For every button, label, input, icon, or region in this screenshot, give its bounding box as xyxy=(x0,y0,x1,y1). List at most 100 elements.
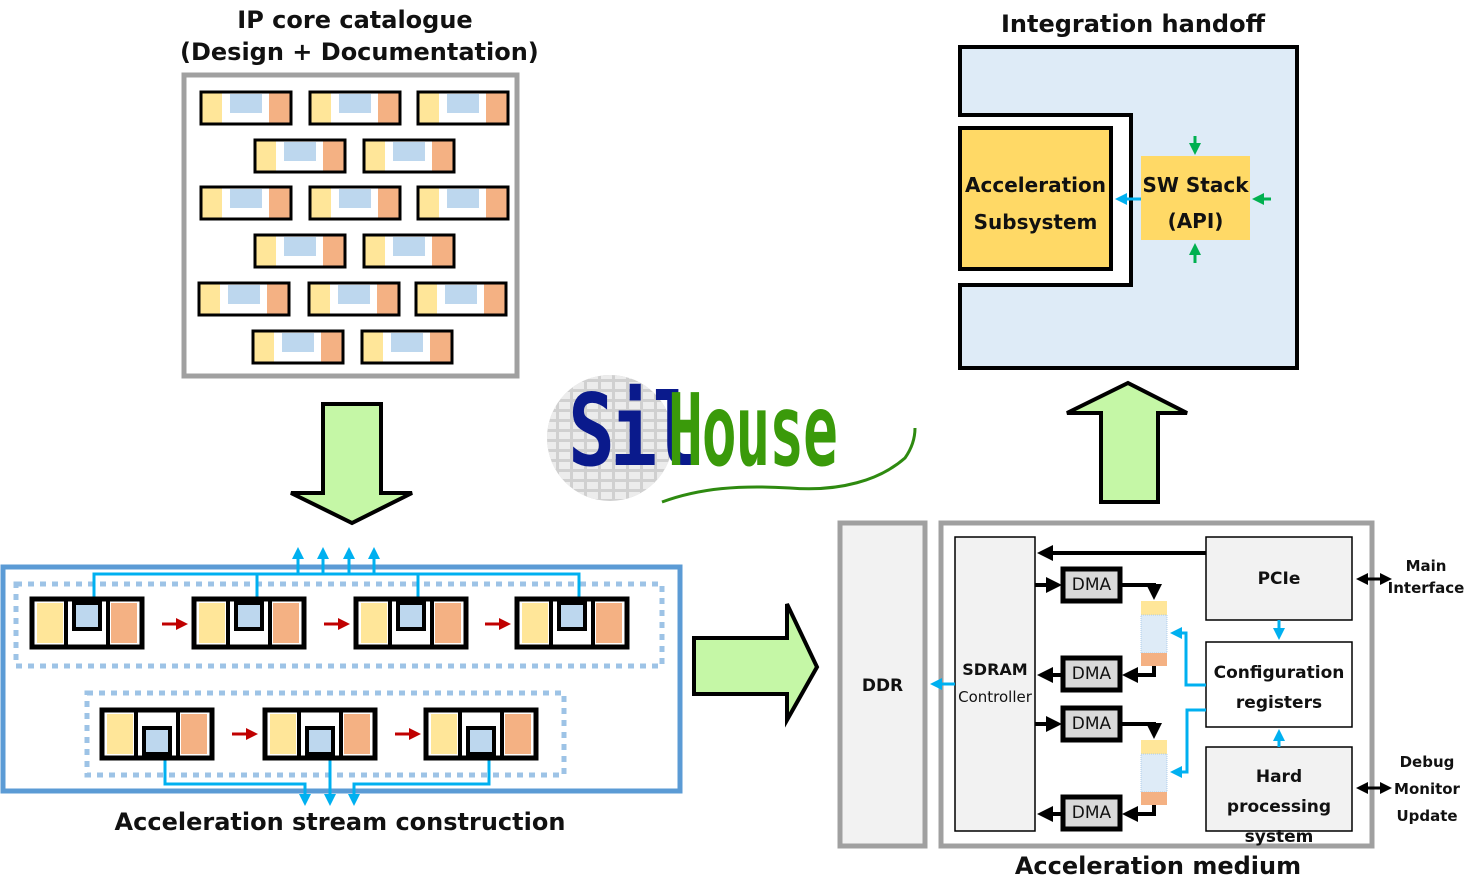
wafer-die xyxy=(643,482,654,489)
wafer-die xyxy=(559,422,570,429)
wafer-die xyxy=(587,452,598,459)
hard-processing-system-block[interactable] xyxy=(1205,746,1353,832)
bottom-bus-right xyxy=(348,758,491,806)
debug-label-line3: Update xyxy=(1396,807,1458,825)
ip-core-13[interactable] xyxy=(414,281,508,317)
wafer-die xyxy=(573,412,584,419)
wafer-die xyxy=(643,442,654,449)
wafer-die xyxy=(587,432,598,439)
stream-core-7[interactable] xyxy=(423,707,539,761)
wafer-die xyxy=(573,462,584,469)
ip-core-grid xyxy=(197,90,510,365)
stream-core-1[interactable] xyxy=(29,596,145,650)
wafer-die xyxy=(573,382,584,389)
ip-core-15[interactable] xyxy=(360,329,454,365)
wafer-die xyxy=(615,422,626,429)
wafer-die xyxy=(587,492,598,499)
main-interface-label: Main Interface xyxy=(1386,555,1466,599)
debug-interface-label: Debug Monitor Update xyxy=(1388,749,1466,830)
ddr-block[interactable] xyxy=(837,520,928,849)
dma-label-1: DMA xyxy=(1071,575,1112,595)
flow-arrow-up xyxy=(1066,380,1188,504)
hps-label-line1: Hard processing xyxy=(1226,767,1332,817)
stream-core-5[interactable] xyxy=(99,707,215,761)
wafer-die xyxy=(629,472,640,479)
wafer-die xyxy=(629,392,640,399)
wafer-die xyxy=(573,392,584,399)
ip-core-1[interactable] xyxy=(199,90,293,126)
accelerator-core-2[interactable] xyxy=(1140,740,1168,805)
wafer-die xyxy=(559,502,570,509)
wafer-die xyxy=(587,402,598,409)
wafer-die xyxy=(671,502,682,509)
dma-block-2[interactable] xyxy=(1060,655,1123,693)
debug-label-line1: Debug xyxy=(1399,753,1455,771)
ip-core-8[interactable] xyxy=(416,185,510,221)
wafer-die xyxy=(547,492,556,499)
stream-core-3[interactable] xyxy=(353,596,469,650)
wafer-die xyxy=(587,442,598,449)
ip-core-4[interactable] xyxy=(253,138,347,174)
wafer-die xyxy=(587,482,598,489)
wafer-die xyxy=(643,432,654,439)
ip-core-7[interactable] xyxy=(308,185,402,221)
wafer-die xyxy=(573,482,584,489)
wafer-die xyxy=(547,412,556,419)
wafer-die xyxy=(573,452,584,459)
wafer-die xyxy=(559,442,570,449)
integration-panel xyxy=(958,45,1299,370)
ip-core-11[interactable] xyxy=(197,281,291,317)
ip-core-5[interactable] xyxy=(362,138,456,174)
stream-core-6[interactable] xyxy=(262,707,378,761)
wafer-die xyxy=(547,422,556,429)
wafer-die xyxy=(643,492,654,499)
wafer-die xyxy=(657,412,668,419)
ip-core-14[interactable] xyxy=(251,329,345,365)
wafer-die xyxy=(629,432,640,439)
ip-core-12[interactable] xyxy=(307,281,401,317)
pcie-block[interactable] xyxy=(1205,536,1353,621)
wafer-die xyxy=(629,492,640,499)
wafer-die xyxy=(547,392,556,399)
wafer-die xyxy=(587,422,598,429)
wafer-die xyxy=(643,402,654,409)
wafer-die xyxy=(643,452,654,459)
wafer-die xyxy=(587,472,598,479)
wafer-die xyxy=(643,502,654,509)
stream-core-4[interactable] xyxy=(514,596,630,650)
wafer-die xyxy=(587,502,598,509)
wafer-die xyxy=(573,402,584,409)
logo-text-sil: Sil xyxy=(568,372,700,489)
hps-label: Hard processing system xyxy=(1204,762,1354,852)
wafer-die xyxy=(615,402,626,409)
sdram-controller-block[interactable] xyxy=(954,536,1036,832)
logo-swoosh xyxy=(661,427,917,504)
wafer-die xyxy=(547,472,556,479)
ip-core-9[interactable] xyxy=(253,233,347,269)
wafer-die xyxy=(559,492,570,499)
accelerator-core-1[interactable] xyxy=(1140,601,1168,666)
ip-core-2[interactable] xyxy=(308,90,402,126)
sw-stack-block[interactable] xyxy=(1141,156,1250,240)
stream-core-2[interactable] xyxy=(191,596,307,650)
acceleration-subsystem-block[interactable] xyxy=(958,126,1113,271)
wafer-die xyxy=(615,452,626,459)
stream-group-top xyxy=(13,581,665,669)
dma3-to-core2-arrow xyxy=(1120,722,1162,739)
ip-core-3[interactable] xyxy=(416,90,510,126)
sdram-label-line2: Controller xyxy=(958,688,1032,706)
main-interface-line1: Main xyxy=(1405,557,1447,575)
ip-core-10[interactable] xyxy=(362,233,456,269)
configuration-registers-block[interactable] xyxy=(1205,641,1353,728)
wafer-die xyxy=(629,462,640,469)
ip-core-6[interactable] xyxy=(199,185,293,221)
wafer-die xyxy=(615,412,626,419)
wafer-die xyxy=(629,412,640,419)
wafer-die xyxy=(573,502,584,509)
wafer-die xyxy=(559,462,570,469)
wafer-die xyxy=(601,392,612,399)
stream-row-bottom xyxy=(99,707,539,806)
wafer-die xyxy=(601,482,612,489)
wafer-die xyxy=(643,412,654,419)
